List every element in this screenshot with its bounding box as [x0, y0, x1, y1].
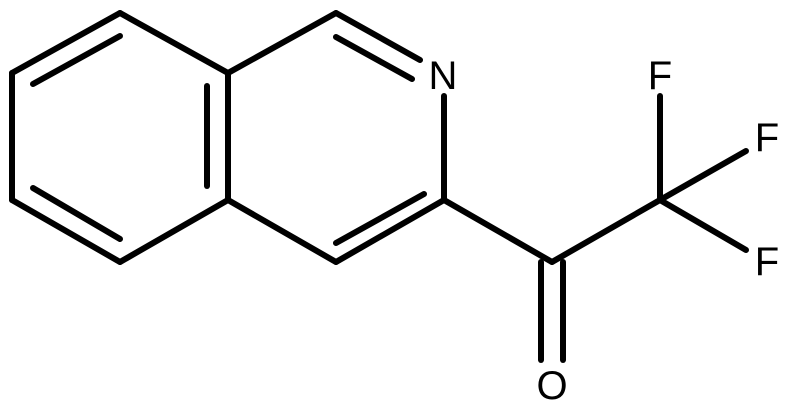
nitrogen-label: N — [429, 54, 458, 98]
trifluoroacetyl-group — [441, 93, 749, 363]
bond — [333, 10, 423, 63]
bond — [225, 197, 339, 265]
bond — [225, 10, 339, 76]
bond — [333, 197, 447, 265]
bond — [9, 197, 123, 265]
bond — [657, 148, 749, 203]
oxygen-label: O — [536, 364, 567, 408]
bond — [549, 197, 663, 265]
bond — [117, 197, 231, 265]
double-bond-inner — [30, 185, 123, 242]
double-bond-inner — [333, 34, 415, 82]
pyridine-ring — [225, 10, 447, 265]
double-bond-inner — [30, 33, 123, 87]
fluorine-label-top: F — [648, 54, 672, 98]
bond — [9, 10, 123, 76]
benzene-ring — [9, 10, 231, 265]
double-bond-inner — [333, 191, 427, 246]
fluorine-label-bottom: F — [755, 240, 779, 284]
bond — [441, 197, 555, 265]
bond — [117, 10, 231, 76]
fluorine-label-middle: F — [755, 116, 779, 160]
bond — [657, 197, 749, 253]
